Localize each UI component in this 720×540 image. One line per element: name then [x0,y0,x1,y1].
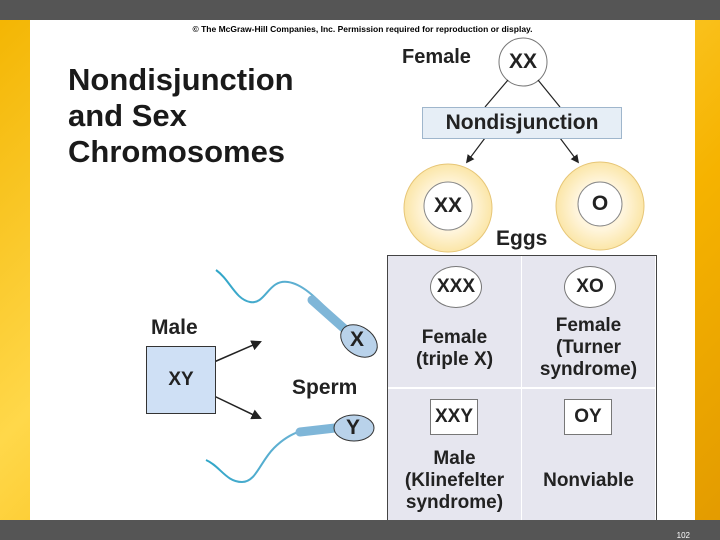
eggs-label: Eggs [496,227,548,250]
sperm-y-midpiece [295,423,340,437]
sperm-label: Sperm [292,376,358,399]
sperm-x-midpiece [307,295,353,337]
arrow-to-egg-o [559,137,580,164]
offspring-grid: XXX Female (triple X) XO Female (Turner … [387,255,657,521]
phenotype-xxy: Male (Klinefelter syndrome) [388,448,521,514]
title-line-1: Nondisjunction [68,62,294,97]
title-line-3: Chromosomes [68,134,286,169]
grid-cell-xxy: XXY Male (Klinefelter syndrome) [388,389,521,520]
sperm-y-head [333,414,375,442]
title-line-2: and Sex [68,98,187,133]
arrow-to-egg-xx [465,137,486,164]
phenotype-xxy-line-1: Male [433,448,476,469]
arrow-to-sperm-y [213,395,262,420]
genotype-xo: XO [564,266,616,308]
phenotype-xxx-line-2: (triple X) [415,349,494,370]
female-line-right [537,79,561,108]
diagram-graphics [205,37,655,520]
sperm-y-tail [205,427,331,484]
arrow-to-sperm-x [213,340,262,363]
page-number: 102 [676,531,690,540]
female-line-left [484,79,509,108]
phenotype-xo-line-2: (Turner [555,337,622,358]
sperm-y-label: Y [346,416,361,439]
male-xy-box: XY [146,346,216,414]
phenotype-xo-line-1: Female [555,315,622,336]
top-bar [0,0,720,20]
phenotype-xo: Female (Turner syndrome) [522,315,655,381]
phenotype-xxy-line-3: syndrome) [405,492,504,513]
phenotype-xxy-line-2: (Klinefelter [404,470,505,491]
grid-cell-oy: OY Nonviable [522,389,655,520]
female-xx-circle [498,37,548,87]
sperm-x-head [340,324,378,358]
female-label: Female [402,46,471,68]
phenotype-xxx: Female (triple X) [388,327,521,371]
female-genotype: XX [508,50,537,73]
slide-title: Nondisjunction and Sex Chromosomes [68,62,368,170]
phenotype-xxx-line-1: Female [421,327,488,348]
phenotype-oy-line-1: Nonviable [543,470,634,491]
slide: © The McGraw-Hill Companies, Inc. Permis… [30,20,695,522]
copyright-notice: © The McGraw-Hill Companies, Inc. Permis… [192,24,533,34]
genotype-xxx: XXX [430,266,482,308]
egg-xx-genotype: XX [433,194,462,217]
egg-o-nucleus [577,181,623,227]
egg-o-genotype: O [591,192,609,215]
egg-xx-nucleus [423,181,473,231]
grid-cell-xxx: XXX Female (triple X) [388,256,521,387]
genotype-xxy: XXY [430,399,478,435]
phenotype-xo-line-3: syndrome) [539,359,638,380]
phenotype-oy: Nonviable [522,470,655,492]
nondisjunction-box: Nondisjunction [422,107,622,139]
sperm-x-label: X [350,328,365,351]
male-label: Male [151,316,198,339]
grid-cell-xo: XO Female (Turner syndrome) [522,256,655,387]
genotype-oy: OY [564,399,612,435]
bottom-bar [0,520,720,540]
